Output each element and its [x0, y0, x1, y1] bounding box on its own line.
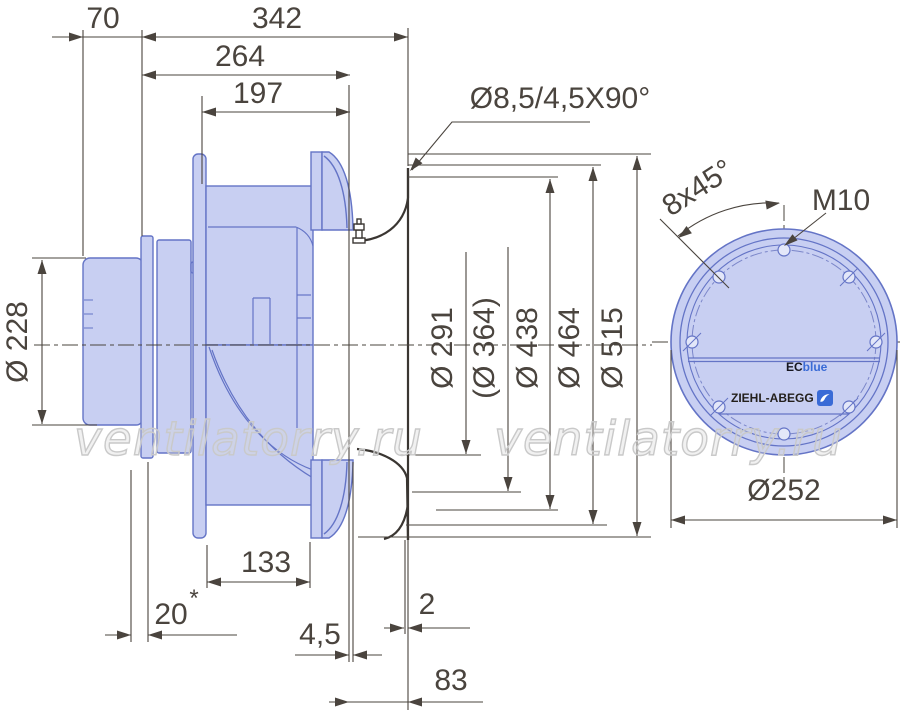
dia-364-label: (Ø 364) [468, 297, 501, 399]
extension-lines [32, 28, 898, 710]
angle-8x45-label: 8x45° [657, 153, 740, 223]
dim-133-label: 133 [241, 546, 291, 579]
motor-fins [84, 299, 93, 329]
angle-45-line [659, 218, 730, 289]
dia-464-label: Ø 464 [553, 307, 586, 389]
ecblue-logo: ECblue [786, 360, 827, 374]
dim-342-label: 342 [252, 2, 302, 35]
ziehl-abegg-text: ZIEHL-ABEGG [731, 391, 814, 405]
shroud-inner-line-bottom [323, 461, 348, 535]
shroud-inner-line-top [323, 155, 348, 229]
valve-icon [352, 218, 366, 244]
impeller-details [208, 226, 314, 479]
ziehl-abegg-brand: ZIEHL-ABEGG [731, 390, 833, 406]
shroud-ring-bottom [310, 459, 323, 539]
dim-264-label: 264 [215, 40, 265, 73]
dim-20-label: 20 [154, 598, 187, 631]
housing-corner-curve [383, 503, 410, 541]
dimension-lines [41, 36, 897, 703]
dim-4-5-label: 4,5 [299, 618, 341, 651]
dimension-labels: 70 342 264 197 Ø8,5/4,5X90° Ø 228 Ø 291 … [1, 2, 870, 697]
ziehl-abegg-logo-icon [816, 390, 833, 406]
dim-70-label: 70 [86, 2, 119, 35]
side-view-group [82, 151, 354, 539]
shroud-ring-top [310, 151, 323, 231]
dim-20-asterisk: * [189, 585, 198, 612]
impeller-upper-section [205, 185, 314, 346]
m10-label: M10 [812, 184, 870, 217]
shroud-cone-bottom [321, 459, 354, 539]
terminal-cover-chords [688, 357, 880, 415]
hole-tick-marks [682, 267, 886, 417]
dia-291-label: Ø 291 [426, 307, 459, 389]
motor-body [82, 257, 144, 426]
dia-438-label: Ø 438 [511, 307, 544, 389]
shroud-cone-top [321, 151, 354, 231]
dia-228-label: Ø 228 [1, 301, 34, 383]
flange-ring-circle [679, 237, 889, 447]
impeller-backplate [192, 153, 207, 539]
motor-plate [140, 235, 154, 459]
dim-2-label: 2 [419, 588, 436, 621]
dia-252-label: Ø252 [747, 474, 820, 507]
arrowheads [37, 32, 897, 707]
ecblue-blue-text: blue [802, 360, 828, 374]
motor-flange [156, 239, 192, 454]
rear-view-group [670, 228, 898, 456]
countersink-callout-label: Ø8,5/4,5X90° [470, 82, 650, 115]
countersink-leader [411, 121, 590, 171]
dim-83-label: 83 [434, 664, 467, 697]
dim-197-label: 197 [233, 77, 283, 110]
ecblue-ec-text: EC [786, 360, 803, 374]
dia-515-label: Ø 515 [596, 307, 629, 389]
flange-outer-circle [670, 228, 898, 456]
inlet-cone-bottom [356, 447, 410, 541]
